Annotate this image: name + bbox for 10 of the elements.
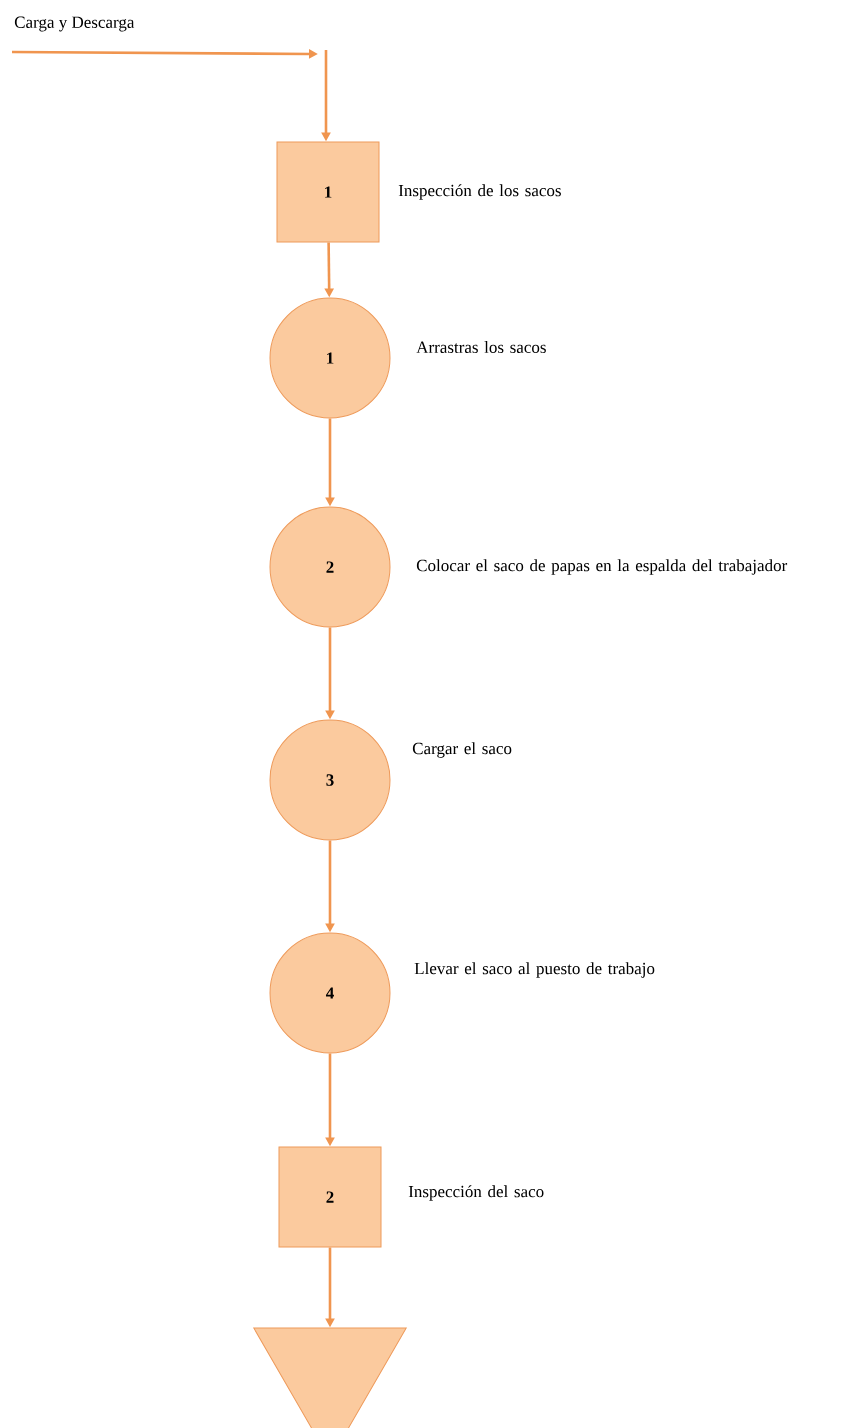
step-description: Cargar el saco	[412, 742, 512, 758]
step-description: Inspección de los sacos	[398, 184, 561, 200]
flow-label: Carga y Descarga	[14, 16, 135, 32]
storage-triangle	[253, 1327, 407, 1428]
step-description: Colocar el saco de papas en la espalda del trabajador	[416, 559, 788, 575]
inspection-box: 1	[276, 141, 380, 243]
step-description: Arrastras los sacos	[416, 341, 546, 353]
step-description: Inspección del saco	[408, 1185, 544, 1201]
inspection-box: 2	[278, 1146, 382, 1248]
step-description: Llevar el saco al puesto de trabajo	[414, 962, 655, 978]
